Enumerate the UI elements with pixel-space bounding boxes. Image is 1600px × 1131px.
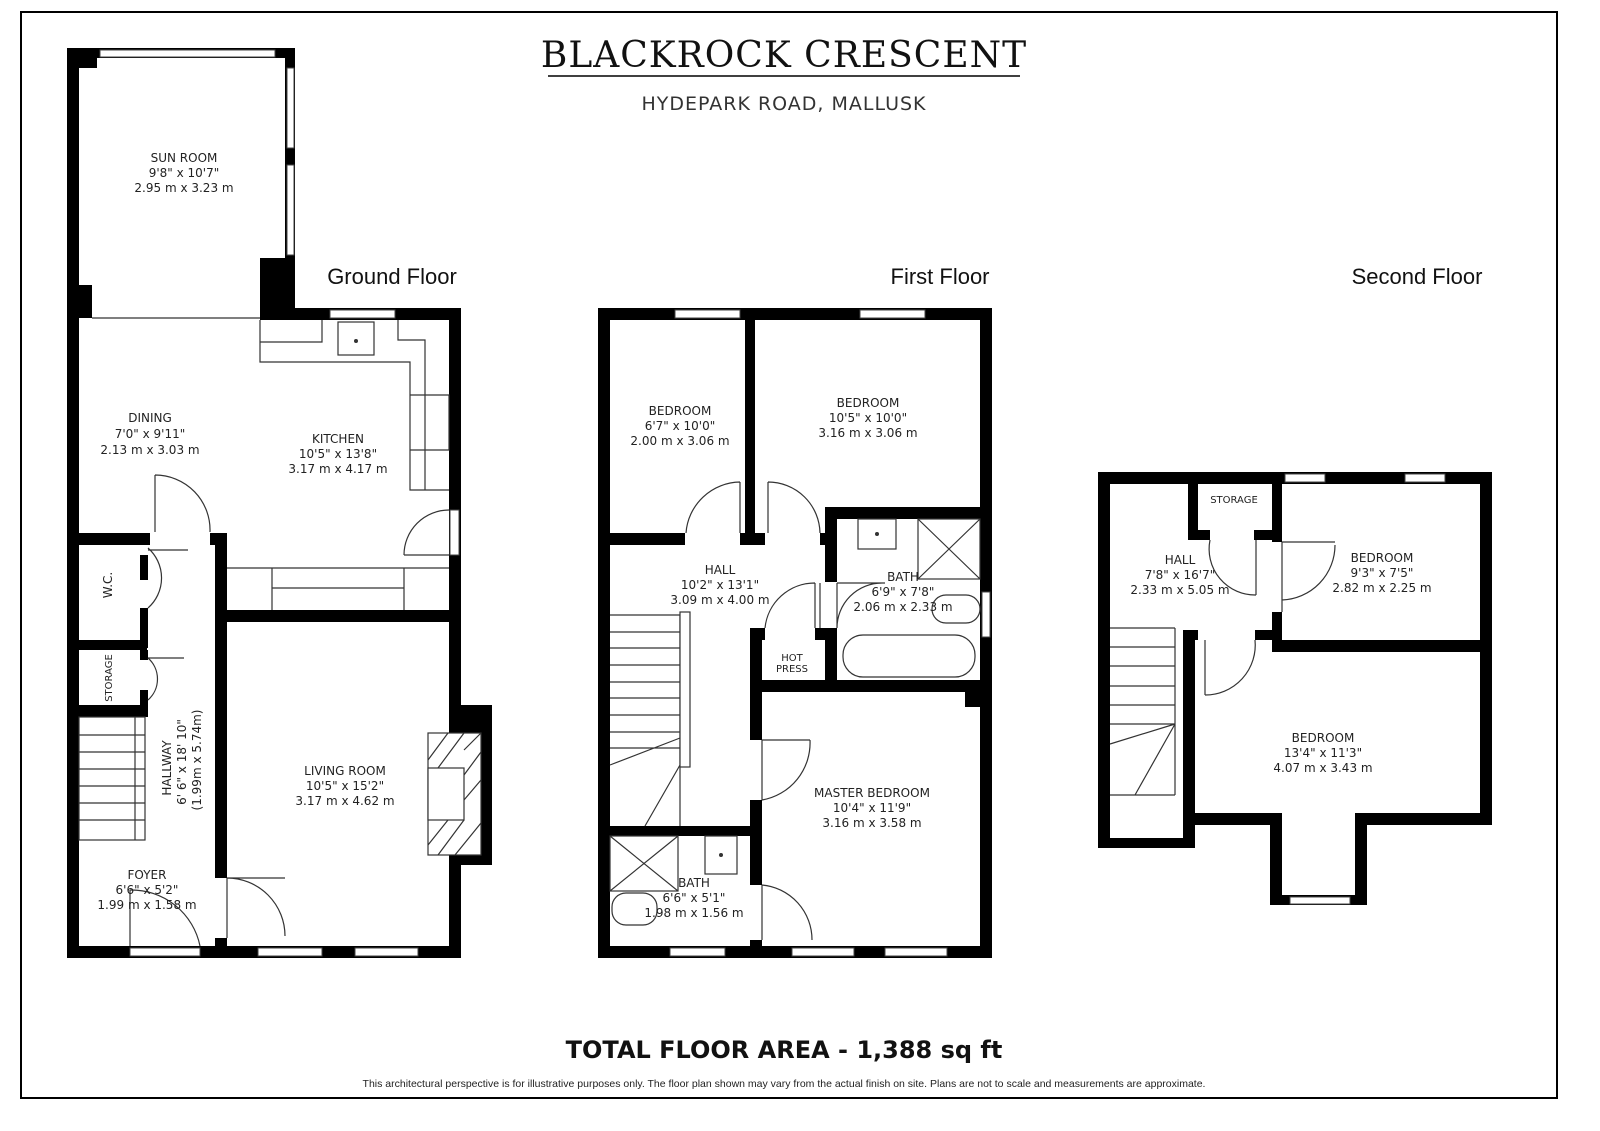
- room-imperial: 6'6" x 5'2": [116, 883, 179, 897]
- room-name: W.C.: [101, 572, 115, 599]
- room-name: HOT: [781, 653, 803, 664]
- room-imperial: 6'6" x 5'1": [663, 891, 726, 905]
- room-imperial: 13'4" x 11'3": [1284, 746, 1362, 760]
- page-subtitle: HYDEPARK ROAD, MALLUSK: [641, 93, 926, 115]
- first-stairs: [609, 611, 691, 827]
- room-metric: 3.16 m x 3.06 m: [818, 426, 917, 440]
- fireplace: [427, 732, 482, 856]
- room-metric: 3.16 m x 3.58 m: [822, 816, 921, 830]
- room-metric: 3.09 m x 4.00 m: [670, 593, 769, 607]
- total-floor-area: TOTAL FLOOR AREA - 1,388 sq ft: [566, 1036, 1003, 1064]
- room-name: STORAGE: [104, 654, 115, 702]
- room-name: SUN ROOM: [151, 151, 218, 165]
- room-name: STORAGE: [1210, 495, 1258, 506]
- room-name: BEDROOM: [1292, 731, 1355, 745]
- room-metric: 2.95 m x 3.23 m: [134, 181, 233, 195]
- second-stairs: [1109, 627, 1176, 796]
- page-frame: [20, 11, 1558, 1099]
- room-metric: 2.33 m x 5.05 m: [1130, 583, 1229, 597]
- room-name: BEDROOM: [1351, 551, 1414, 565]
- room-imperial: 9'3" x 7'5": [1351, 566, 1414, 580]
- second-floor-plan: STORAGE HALL 7'8" x 16'7" 2.33 m x 5.05 …: [1098, 472, 1492, 905]
- room-metric: 2.82 m x 2.25 m: [1332, 581, 1431, 595]
- disclaimer: This architectural perspective is for il…: [363, 1078, 1206, 1090]
- room-imperial: 10'4" x 11'9": [833, 801, 911, 815]
- ground-floor-plan: SUN ROOM 9'8" x 10'7" 2.95 m x 3.23 m DI…: [67, 48, 492, 958]
- room-imperial: 7'8" x 16'7": [1145, 568, 1216, 582]
- room-imperial: 9'8" x 10'7": [149, 166, 220, 180]
- room-name: BEDROOM: [837, 396, 900, 410]
- room-imperial: 10'5" x 10'0": [829, 411, 907, 425]
- room-name: PRESS: [776, 664, 808, 675]
- room-imperial: 10'5" x 15'2": [306, 779, 384, 793]
- first-floor-plan: BEDROOM 6'7" x 10'0" 2.00 m x 3.06 m BED…: [598, 308, 992, 958]
- room-name: FOYER: [128, 868, 167, 882]
- room-metric: 2.13 m x 3.03 m: [100, 443, 199, 457]
- room-imperial: 6'9" x 7'8": [872, 585, 935, 599]
- room-name: MASTER BEDROOM: [814, 786, 930, 800]
- room-metric: 3.17 m x 4.62 m: [295, 794, 394, 808]
- room-name: BEDROOM: [649, 404, 712, 418]
- room-metric: 4.07 m x 3.43 m: [1273, 761, 1372, 775]
- room-metric: (1.99m x 5.74m): [190, 710, 204, 811]
- room-name: KITCHEN: [312, 432, 364, 446]
- room-metric: 3.17 m x 4.17 m: [288, 462, 387, 476]
- room-name: BATH: [678, 876, 710, 890]
- room-metric: 1.98 m x 1.56 m: [644, 906, 743, 920]
- second-floor-label: Second Floor: [1352, 264, 1483, 289]
- room-imperial: 6'7" x 10'0": [645, 419, 716, 433]
- room-metric: 2.06 m x 2.33 m: [853, 600, 952, 614]
- room-name: HALLWAY: [160, 740, 174, 796]
- room-imperial: 10'2" x 13'1": [681, 578, 759, 592]
- room-imperial: 7'0" x 9'11": [115, 427, 186, 441]
- room-metric: 2.00 m x 3.06 m: [630, 434, 729, 448]
- ground-floor-label: Ground Floor: [327, 264, 457, 289]
- room-metric: 1.99 m x 1.58 m: [97, 898, 196, 912]
- room-name: HALL: [1165, 553, 1196, 567]
- room-imperial: 10'5" x 13'8": [299, 447, 377, 461]
- page-title: BLACKROCK CRESCENT: [541, 35, 1027, 76]
- room-name: BATH: [887, 570, 919, 584]
- room-imperial: 6' 6" x 18' 10": [175, 719, 189, 805]
- room-name: HALL: [705, 563, 736, 577]
- room-name: DINING: [128, 411, 172, 425]
- first-floor-label: First Floor: [891, 264, 990, 289]
- room-name: LIVING ROOM: [304, 764, 386, 778]
- ground-stairs: [78, 716, 146, 841]
